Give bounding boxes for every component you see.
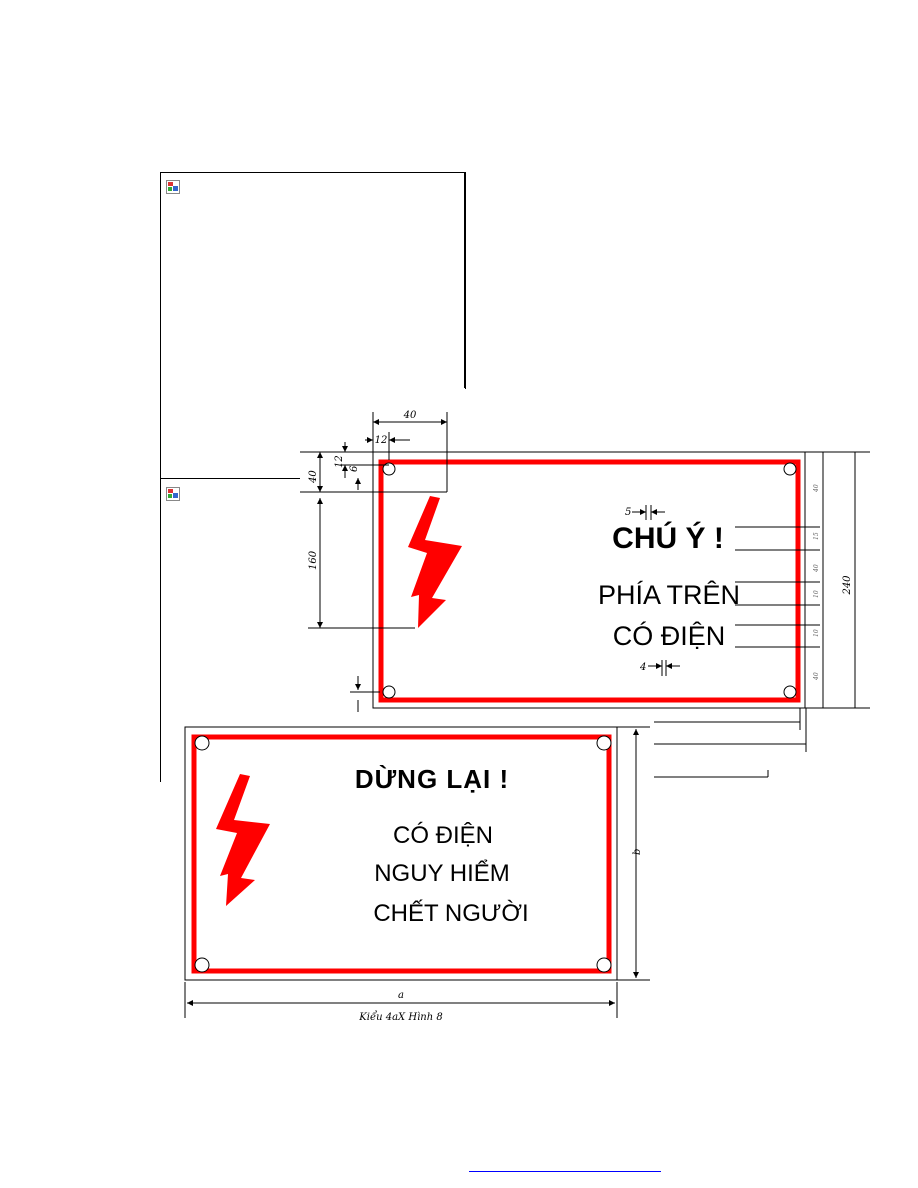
dim-12-side: 12 <box>334 455 345 468</box>
lightning-bolt-icon <box>216 774 270 906</box>
mount-hole <box>382 685 396 699</box>
placeholder-right-border <box>464 172 465 388</box>
sign-danger: DỪNG LẠI ! CÓ ĐIỆN NGUY HIỂM CHẾT NGƯỜI … <box>184 726 650 1023</box>
sign1-line3: CÓ ĐIỆN <box>613 620 726 651</box>
dim-r15: 15 <box>813 532 820 540</box>
dim-5: 5 <box>625 507 631 518</box>
sign1-line2: PHÍA TRÊN <box>598 579 740 610</box>
mount-hole <box>194 735 210 751</box>
mount-hole <box>194 957 210 973</box>
sign2-line3: NGUY HIỂM <box>374 859 510 887</box>
dim-r40b: 40 <box>813 564 820 573</box>
broken-image-icon <box>166 180 180 194</box>
dim-4: 4 <box>639 662 646 673</box>
sign2-line4: CHẾT NGƯỜI <box>373 899 528 927</box>
sign1-red-frame <box>378 459 801 703</box>
dim-r10a: 10 <box>813 590 820 598</box>
caption: Kiểu 4aX Hình 8 <box>358 1011 442 1023</box>
dim-a: a <box>398 990 404 1001</box>
dim-12-top: 12 <box>375 435 388 446</box>
dim-r40c: 40 <box>813 672 820 681</box>
dim-r10b: 10 <box>813 629 820 637</box>
lightning-bolt-icon <box>408 496 462 628</box>
image-placeholder-top <box>160 172 466 389</box>
hyperlink-underline[interactable] <box>469 1171 661 1172</box>
dim-240: 240 <box>842 575 853 596</box>
mount-hole <box>783 462 797 476</box>
sign2-line2: CÓ ĐIỆN <box>393 822 493 849</box>
image-placeholder-bottom <box>160 478 300 479</box>
sign1-line1: CHÚ Ý ! <box>612 521 724 555</box>
sign2-red-frame <box>191 734 612 974</box>
mount-hole <box>596 735 612 751</box>
sign2-outer-border <box>184 726 618 981</box>
mount-hole <box>382 462 396 476</box>
dim-160: 160 <box>308 550 319 570</box>
placeholder-left-border <box>160 172 161 782</box>
mount-hole <box>783 685 797 699</box>
dim-40-top: 40 <box>403 410 417 421</box>
dim-b: b <box>632 849 643 855</box>
broken-image-icon <box>166 487 180 501</box>
mount-hole <box>596 957 612 973</box>
dim-r40a: 40 <box>813 484 820 493</box>
dim-40-side: 40 <box>308 470 319 484</box>
dim-6: 6 <box>349 465 360 472</box>
sign-caution: CHÚ Ý ! PHÍA TRÊN CÓ ĐIỆN 240 40 15 40 1… <box>300 410 870 778</box>
sign2-line1: DỪNG LẠI ! <box>355 764 509 794</box>
sign1-outer-border <box>372 451 806 709</box>
